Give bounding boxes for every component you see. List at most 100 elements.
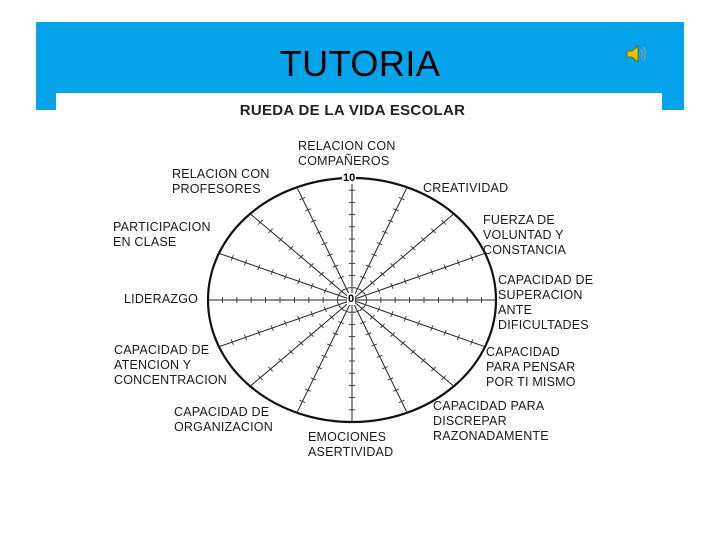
spoke-tick [365, 332, 372, 336]
spoke-tick [456, 259, 460, 266]
spoke-tick [376, 242, 383, 246]
spoke-tick [390, 311, 394, 317]
slide-title: TUTORIA [279, 43, 441, 84]
label-fuerza-voluntad: FUERZA DE VOLUNTAD Y CONSTANCIA [483, 213, 567, 257]
spoke-tick [327, 253, 333, 257]
spoke-tick [310, 283, 314, 289]
diagram-title: RUEDA DE LA VIDA ESCOLAR [239, 102, 466, 119]
spoke-tick [470, 255, 474, 261]
spoke-tick [431, 228, 436, 234]
spoke-tick [416, 273, 421, 280]
spoke-tick [268, 228, 273, 234]
spoke-tick [270, 325, 274, 331]
spoke-tick [430, 269, 434, 275]
label-pensar: CAPACIDAD PARA PENSAR POR TI MISMO [486, 345, 576, 389]
spoke-tick [315, 230, 322, 234]
spoke-tick [376, 354, 383, 358]
spoke-tick [371, 253, 377, 257]
spoke-tick [400, 254, 406, 260]
spoke-tick [304, 208, 311, 212]
spoke-tick [310, 311, 314, 317]
spoke-tick [371, 343, 377, 347]
spoke-tick [398, 399, 405, 404]
spoke-tick [332, 264, 339, 268]
spoke-tick [343, 309, 350, 313]
spoke-tick [387, 219, 394, 223]
spoke-tick [283, 273, 288, 280]
spoke-tick [297, 315, 301, 322]
label-atencion: CAPACIDAD DE ATENCION Y CONCENTRACION [114, 343, 228, 387]
spoke-tick [338, 320, 344, 325]
spoke-tick [393, 388, 400, 392]
spoke-tick [377, 306, 381, 313]
spoke-tick [298, 254, 304, 260]
spoke-tick [410, 245, 416, 251]
spoke-tick [244, 334, 248, 341]
spoke-tick [420, 237, 426, 243]
label-creatividad: CREATIVIDAD [423, 181, 509, 195]
spoke-tick [288, 245, 294, 251]
spoke-tick [380, 323, 385, 329]
spoke-tick [288, 349, 294, 355]
spoke-tick [308, 263, 314, 268]
spoke-tick [441, 219, 447, 225]
spoke-tick [441, 375, 447, 381]
speaker-icon[interactable] [624, 42, 650, 66]
spoke-tick [321, 242, 328, 246]
spoke-tick [283, 320, 288, 327]
spoke-tick [390, 332, 396, 337]
spoke-tick [403, 315, 407, 322]
spoke-tick [257, 219, 263, 225]
spoke-tick [420, 357, 426, 363]
spoke-tick [410, 349, 416, 355]
spoke-tick [359, 288, 365, 294]
spoke-tick [278, 357, 284, 363]
spoke-tick [430, 325, 434, 331]
spoke-tick [387, 377, 394, 381]
spoke-tick [244, 259, 248, 266]
spoke-tick [377, 287, 381, 294]
spoke-tick [339, 288, 345, 294]
spoke-tick [470, 339, 474, 345]
label-liderazgo: LIDERAZGO [124, 292, 199, 306]
spoke-tick [299, 196, 306, 201]
spoke-tick [393, 208, 400, 212]
wheel-figure: RUEDA DE LA VIDA ESCOLAR 10 0 RELACION C… [90, 95, 615, 467]
spoke-tick [365, 264, 372, 268]
spoke-tick [354, 287, 361, 291]
spoke-tick [329, 280, 335, 286]
spoke-tick [257, 264, 261, 271]
spoke-tick [443, 264, 447, 271]
spoke-tick [230, 339, 234, 345]
label-organizacion: CAPACIDAD DE ORGANIZACION [174, 405, 273, 434]
spoke-tick [390, 283, 394, 289]
spoke-tick [299, 399, 306, 404]
spoke-tick [382, 366, 389, 370]
spoke-tick [382, 230, 389, 234]
spoke-tick [369, 280, 375, 286]
spoke-tick [380, 271, 385, 277]
spoke-tick [230, 255, 234, 261]
spoke-tick [319, 323, 324, 329]
spoke-tick [310, 219, 317, 223]
spoke-tick [323, 306, 327, 313]
spoke-tick [390, 263, 396, 268]
spoke-tick [416, 320, 421, 327]
spoke-tick [360, 320, 366, 325]
spoke-tick [343, 287, 350, 291]
spoke-tick [268, 366, 273, 372]
spoke-tick [298, 340, 304, 346]
spoke-tick [359, 306, 365, 312]
spoke-tick [329, 314, 335, 320]
spoke-tick [443, 329, 447, 336]
spoke-tick [354, 309, 361, 313]
spoke-tick [308, 332, 314, 337]
spoke-tick [398, 196, 405, 201]
spoke-tick [403, 278, 407, 285]
label-relacion-companeros: RELACION CON COMPAÑEROS [298, 139, 396, 168]
label-superacion: CAPACIDAD DE SUPERACION ANTE DIFICULTADE… [498, 273, 594, 332]
spoke-tick [400, 340, 406, 346]
spoke-tick [431, 366, 436, 372]
spoke-tick [304, 388, 311, 392]
spoke-tick [270, 269, 274, 275]
